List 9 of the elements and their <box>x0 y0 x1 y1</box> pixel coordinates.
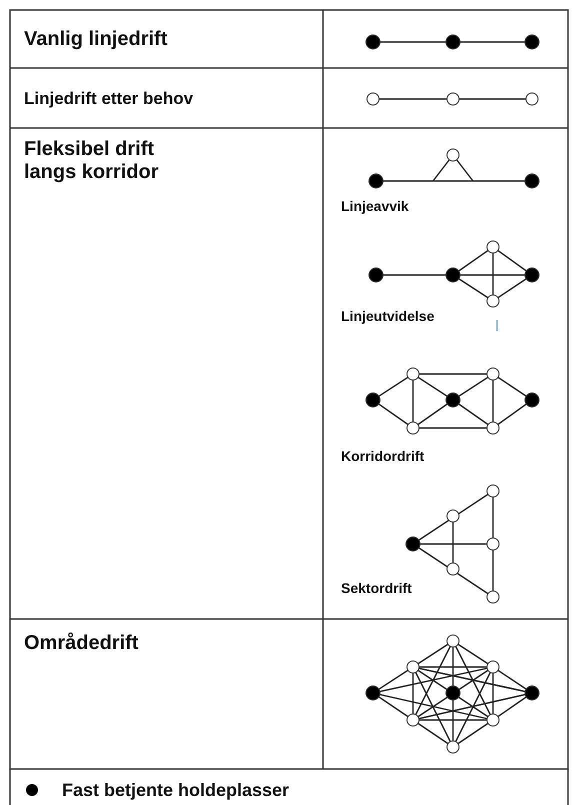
row-heading: Områdedrift <box>24 632 138 655</box>
legend-label: Fast betjente holdeplasser <box>62 780 290 801</box>
row-heading: Linjedrift etter behov <box>24 89 194 109</box>
diagram-caption: Linjeavvik <box>341 198 409 214</box>
diagram-caption: Linjeutvidelse <box>341 308 434 324</box>
diagram-caption: Korridordrift <box>341 448 424 464</box>
row-heading: Fleksibel drift langs korridor <box>24 138 160 184</box>
diagram-caption: Sektordrift <box>341 580 412 596</box>
row-heading: Vanlig linjedrift <box>24 28 168 51</box>
